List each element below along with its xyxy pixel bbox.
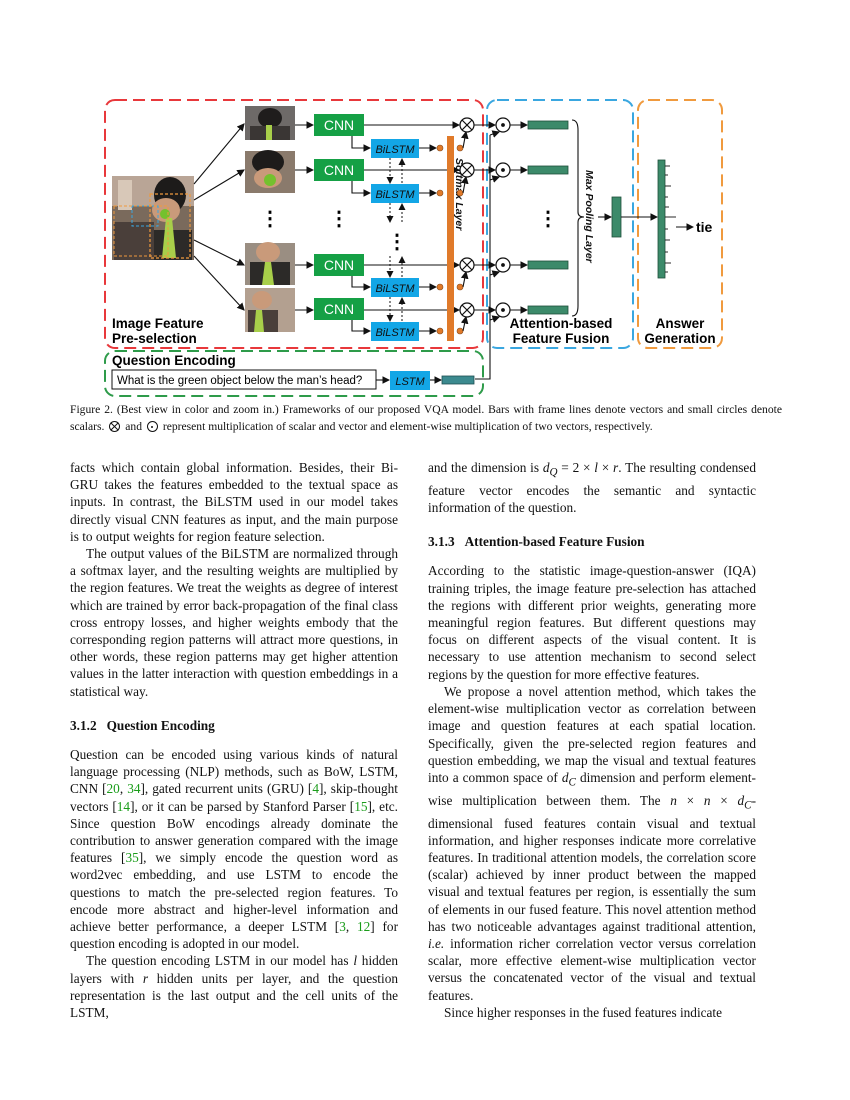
dot-op-1 bbox=[495, 117, 511, 133]
image-feature-label-2: Pre-selection bbox=[112, 331, 197, 346]
question-encoding-label: Question Encoding bbox=[112, 353, 236, 368]
elementwise-to-feature bbox=[510, 121, 529, 314]
bilstm-box-3: BiLSTM bbox=[371, 278, 419, 297]
cnn-box-1: CNN bbox=[314, 114, 364, 136]
times-op-2 bbox=[459, 162, 475, 178]
framework-figure: CNN CNN CNN CNN ⋮ ⋮ ⋮ ⋮ BiLSTM BiLSTM Bi… bbox=[104, 99, 723, 397]
cnn-box-4: CNN bbox=[314, 298, 364, 320]
input-photo bbox=[112, 176, 194, 260]
ellipsis-features: ⋮ bbox=[538, 208, 558, 230]
citation-link[interactable]: 20 bbox=[106, 781, 120, 797]
ellipsis-crops: ⋮ bbox=[260, 208, 280, 230]
paragraph: The output values of the BiLSTM are norm… bbox=[70, 546, 398, 699]
multiplier-to-elementwise bbox=[474, 121, 497, 314]
svg-text:CNN: CNN bbox=[324, 162, 354, 178]
caption-text-3: represent multiplication of scalar and v… bbox=[162, 420, 653, 433]
section-heading-3-1-2: 3.1.2 Question Encoding bbox=[70, 717, 215, 733]
question-broadcast bbox=[475, 130, 501, 380]
bilstm-to-softmax bbox=[419, 144, 438, 335]
dot-op-3 bbox=[495, 257, 511, 273]
elementwise-multiply-icon bbox=[146, 421, 158, 432]
svg-text:CNN: CNN bbox=[324, 117, 354, 133]
svg-text:BiLSTM: BiLSTM bbox=[375, 144, 415, 156]
predicted-answer: tie bbox=[696, 219, 713, 235]
crop-to-cnn-arrows bbox=[295, 121, 315, 314]
caption-text-2: and bbox=[125, 420, 143, 433]
paragraph: We propose a novel attention method, whi… bbox=[428, 683, 756, 1003]
paragraph: and the dimension is dQ = 2 × l × r. The… bbox=[428, 460, 756, 516]
attention-frame bbox=[486, 99, 634, 349]
svg-text:CNN: CNN bbox=[324, 301, 354, 317]
ellipsis-cnn: ⋮ bbox=[329, 208, 349, 230]
question-encoding-frame bbox=[104, 350, 484, 397]
bilstm-box-4: BiLSTM bbox=[371, 322, 419, 341]
svg-text:CNN: CNN bbox=[324, 257, 354, 273]
dot-op-2 bbox=[495, 162, 511, 178]
attention-label-2: Feature Fusion bbox=[513, 331, 610, 346]
svg-text:LSTM: LSTM bbox=[395, 376, 425, 388]
region-crop-4 bbox=[245, 288, 295, 332]
scalar-circles-in bbox=[436, 144, 444, 335]
cnn-to-multiplier bbox=[351, 121, 461, 335]
times-op-3 bbox=[459, 257, 475, 273]
section-heading-3-1-3: 3.1.3 Attention-based Feature Fusion bbox=[428, 534, 645, 550]
pooling-brace bbox=[571, 119, 585, 317]
bilstm-box-1: BiLSTM bbox=[371, 139, 419, 158]
region-crop-2 bbox=[245, 150, 295, 193]
pooled-vector bbox=[611, 196, 622, 238]
bilstm-links bbox=[386, 158, 406, 322]
weight-to-multiplier bbox=[460, 130, 469, 332]
paragraph: Question can be encoded using various ki… bbox=[70, 747, 399, 952]
svg-text:BiLSTM: BiLSTM bbox=[375, 327, 415, 339]
right-column: and the dimension is dQ = 2 × l × r. The… bbox=[428, 459, 756, 1021]
answer-label: Answer bbox=[656, 316, 706, 331]
dot-op-4 bbox=[495, 302, 511, 318]
times-op-1 bbox=[459, 117, 475, 133]
question-vector bbox=[441, 375, 475, 385]
max-pooling-label: Max Pooling Layer bbox=[583, 170, 595, 264]
scalar-vector-multiply-icon bbox=[109, 421, 121, 432]
times-op-4 bbox=[459, 302, 475, 318]
region-crop-1 bbox=[245, 106, 295, 140]
svg-text:BiLSTM: BiLSTM bbox=[375, 283, 415, 295]
question-text: What is the green object below the man’s… bbox=[117, 375, 362, 387]
citation-link[interactable]: 12 bbox=[357, 919, 371, 935]
image-feature-label: Image Feature bbox=[112, 316, 204, 331]
attention-label: Attention-based bbox=[510, 316, 613, 331]
answer-distribution bbox=[657, 159, 676, 279]
answer-label-2: Generation bbox=[644, 331, 715, 346]
scalar-multipliers bbox=[459, 117, 475, 318]
paragraph: Since higher responses in the fused feat… bbox=[444, 1004, 723, 1020]
citation-link[interactable]: 35 bbox=[125, 850, 139, 866]
cnn-box-2: CNN bbox=[314, 159, 364, 181]
elementwise-multipliers bbox=[495, 117, 511, 318]
caption-text-1: Figure 2. (Best view in color and zoom i… bbox=[70, 403, 782, 433]
figure-caption: Figure 2. (Best view in color and zoom i… bbox=[70, 401, 782, 435]
citation-link[interactable]: 14 bbox=[116, 798, 131, 814]
bilstm-box-2: BiLSTM bbox=[371, 184, 419, 203]
lstm-box: LSTM bbox=[390, 371, 430, 390]
left-column: facts which contain global information. … bbox=[70, 459, 398, 1021]
citation-link[interactable]: 15 bbox=[354, 798, 368, 814]
citation-link[interactable]: 3 bbox=[339, 919, 346, 935]
fused-feature-bars bbox=[527, 120, 569, 315]
region-crop-3 bbox=[245, 242, 295, 285]
fan-out-arrows bbox=[193, 123, 245, 311]
paragraph: The question encoding LSTM in our model … bbox=[70, 953, 398, 1021]
svg-text:BiLSTM: BiLSTM bbox=[375, 189, 415, 201]
paragraph: According to the statistic image-questio… bbox=[428, 563, 756, 682]
image-feature-frame bbox=[104, 99, 484, 349]
citation-link[interactable]: 34 bbox=[127, 781, 141, 797]
cnn-box-3: CNN bbox=[314, 254, 364, 276]
paragraph: facts which contain global information. … bbox=[70, 460, 398, 544]
ellipsis-bilstm: ⋮ bbox=[387, 231, 407, 253]
citation-link[interactable]: 4 bbox=[312, 781, 319, 797]
